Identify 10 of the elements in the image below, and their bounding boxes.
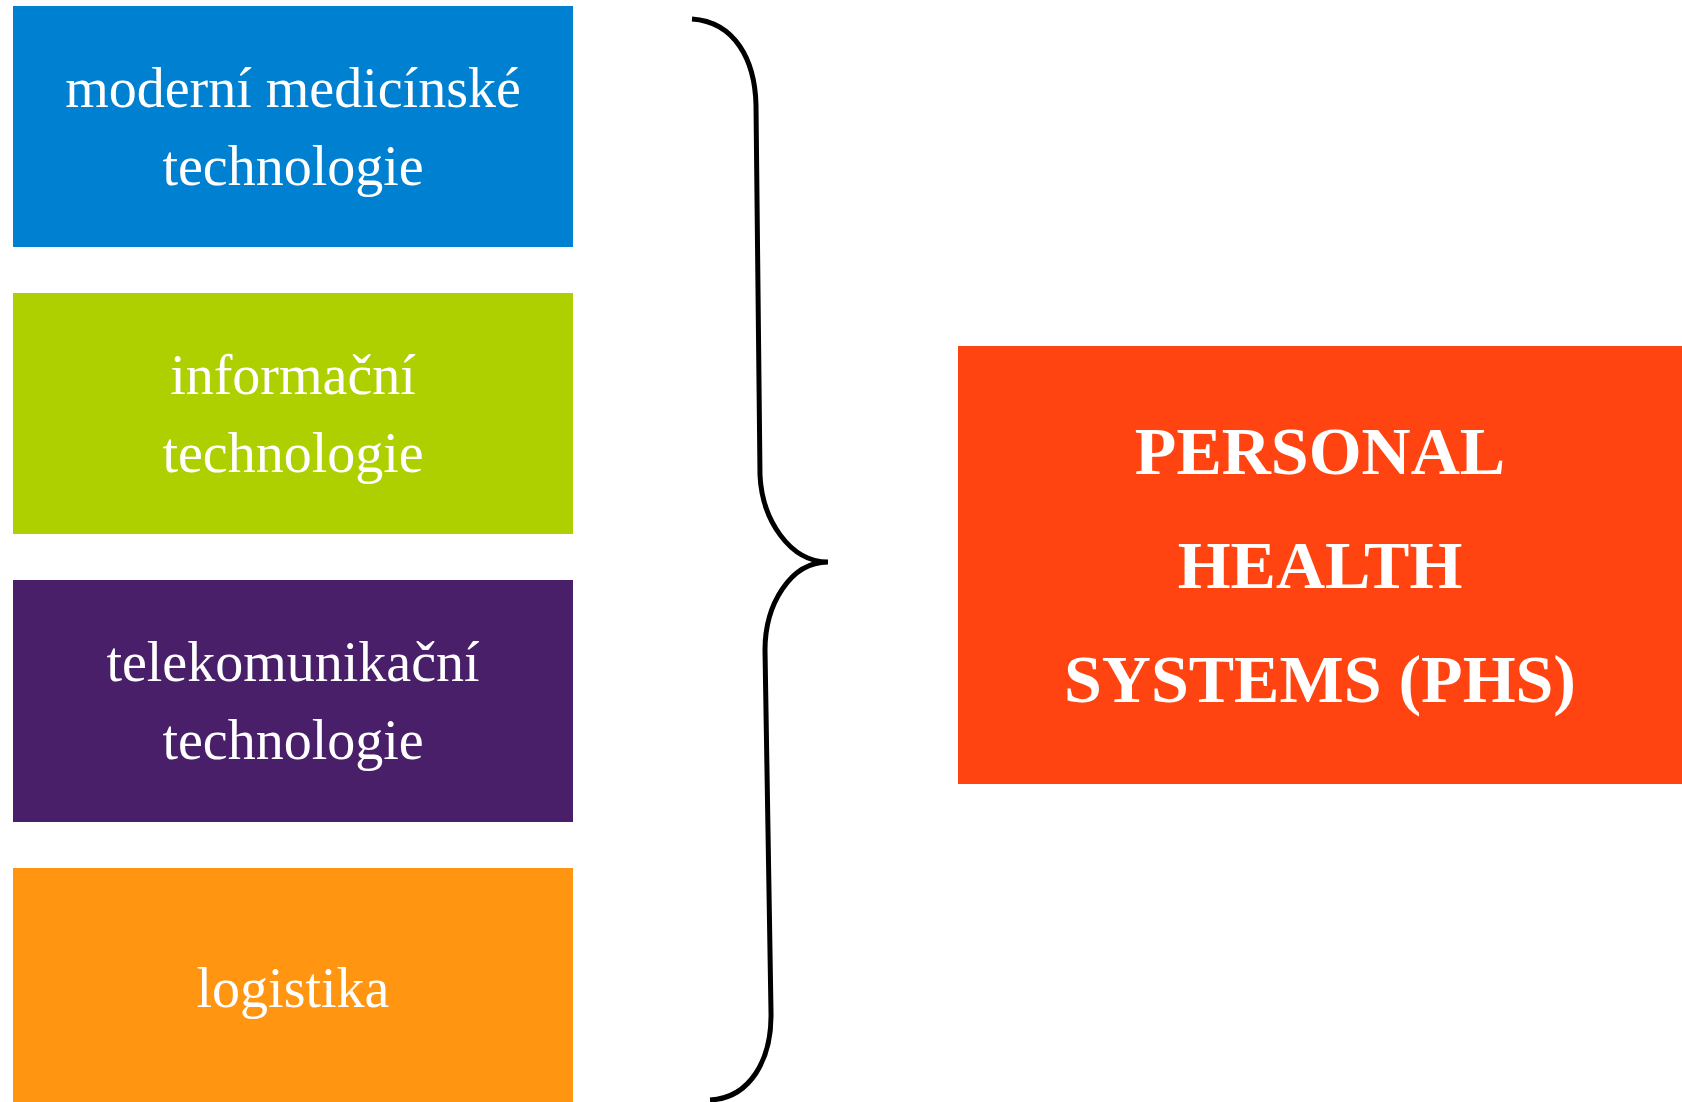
category-box — [13, 293, 573, 534]
box-label: telekomunikační technologie — [105, 630, 481, 773]
category-box — [13, 6, 573, 247]
result-box — [958, 346, 1682, 784]
box-label: informační technologie — [161, 342, 425, 486]
category-box — [13, 868, 573, 1102]
box-label: logistika — [195, 956, 391, 1021]
box-label: PERSONAL HEALTH SYSTEMS (PHS) — [1063, 412, 1577, 719]
category-box — [13, 580, 573, 822]
box-label: moderní medicínské technologie — [64, 55, 522, 199]
